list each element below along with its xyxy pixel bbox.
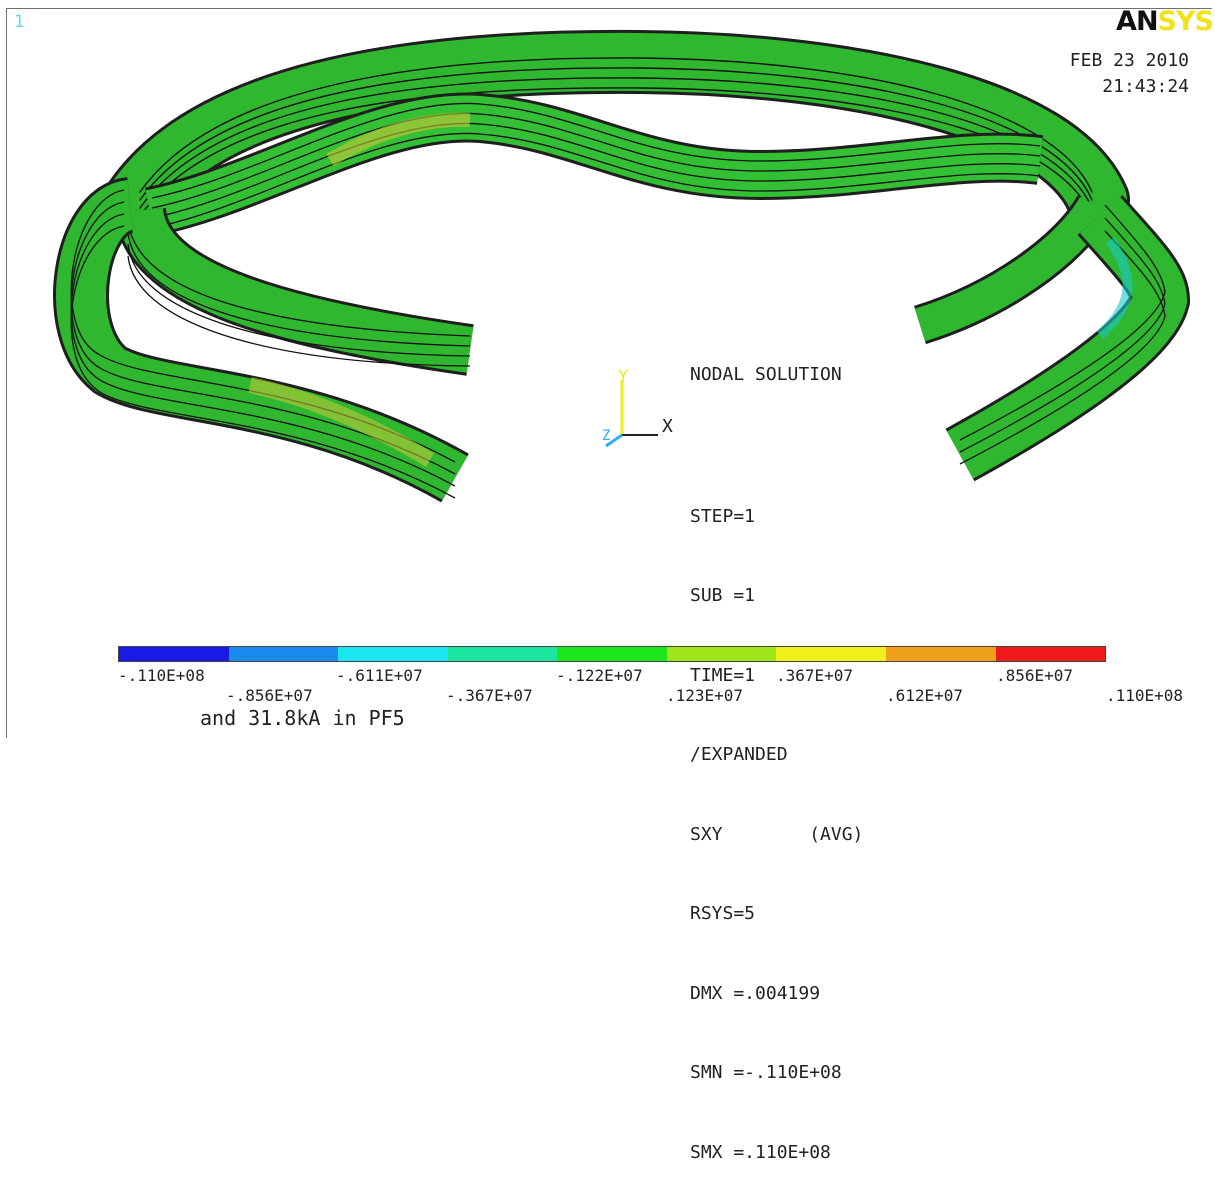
- timestamp: FEB 23 2010 21:43:24: [1070, 48, 1189, 100]
- solution-step: STEP=1: [690, 505, 756, 527]
- legend-swatch: [447, 647, 558, 661]
- axis-triad: Y X Z: [602, 367, 673, 448]
- legend-swatch: [557, 647, 667, 661]
- coil-left-end-loop: [53, 177, 469, 503]
- time-text: 21:43:24: [1102, 76, 1189, 97]
- window-number: 1: [14, 12, 25, 32]
- solution-title: NODAL SOLUTION: [690, 364, 842, 385]
- x-axis-label: X: [662, 416, 673, 437]
- coil-front-left-arm: [114, 206, 474, 376]
- solution-smx: SMX =.110E+08: [690, 1141, 831, 1163]
- legend-swatch: [885, 647, 996, 661]
- ansys-logo: ANSYS: [1116, 6, 1214, 37]
- coil-model-view: [53, 29, 1191, 503]
- solution-expanded: /EXPANDED: [690, 744, 788, 765]
- z-axis-line: [605, 433, 623, 448]
- legend-swatch: [995, 647, 1106, 661]
- legend-swatch: [666, 647, 777, 661]
- solution-dmx: DMX =.004199: [690, 982, 821, 1004]
- solution-rsys: RSYS=5: [690, 903, 756, 924]
- legend-swatch: [776, 647, 886, 661]
- solution-time: TIME=1: [690, 664, 756, 686]
- solution-smn: SMN =-.110E+08: [690, 1062, 842, 1083]
- coil-back-ring: [103, 29, 1130, 232]
- legend-swatch: [228, 647, 339, 661]
- contour-legend-bar: [118, 646, 1106, 662]
- coil-right-arm: [913, 194, 1191, 482]
- z-axis-label: Z: [602, 428, 610, 444]
- coil-wave-inner: [144, 92, 1044, 237]
- solution-info-panel: NODAL SOLUTION STEP=1 SUB =1 TIME=1 /EXP…: [690, 309, 863, 1193]
- logo-part-sys: SYS: [1157, 6, 1214, 37]
- logo-part-an: AN: [1116, 6, 1158, 37]
- solution-sub: SUB =1: [690, 585, 756, 606]
- plot-caption: and 31.8kA in PF5: [200, 706, 405, 730]
- graphics-window-frame: [6, 8, 1212, 738]
- solution-component: SXY (AVG): [690, 823, 864, 845]
- y-axis-label: Y: [618, 367, 628, 387]
- legend-swatch: [119, 647, 229, 661]
- legend-swatch: [338, 647, 448, 661]
- date-text: FEB 23 2010: [1069, 50, 1189, 71]
